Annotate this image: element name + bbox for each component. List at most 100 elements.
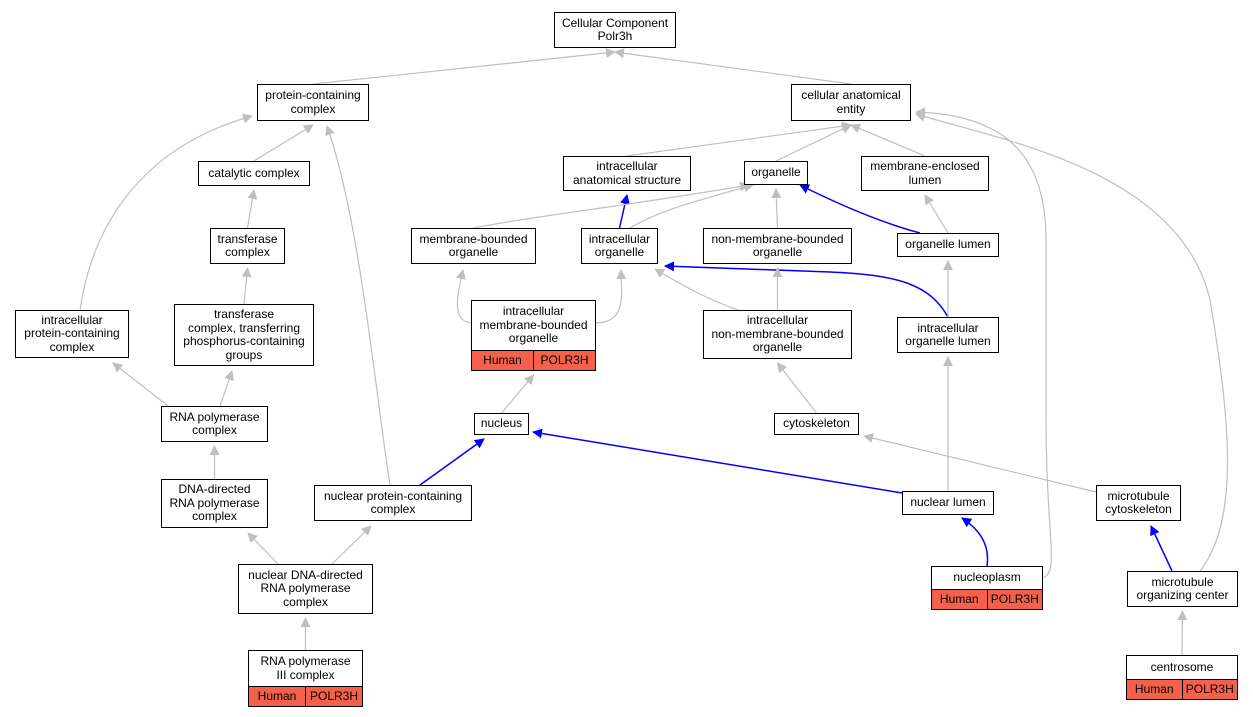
edge-part_of-nl-nuc [532,428,903,494]
node-label: membrane-enclosed lumen [870,159,980,187]
edge-part_of-ol-org [799,184,921,234]
node-iol[interactable]: intracellular organelle lumen [897,317,999,353]
edge-is_a-ipcc-pcc [79,113,253,311]
edge-is_a-imbo-mbo [456,269,474,324]
annotation-gene: POLR3H [986,590,1043,609]
edge-is_a-cae-root [614,48,852,85]
node-label: nucleus [480,416,523,431]
annotation-species: Human [1134,681,1174,696]
edge-is_a-cat-pcc [253,124,314,162]
annotation-row: Human POLR3H [249,686,362,706]
node-rnap[interactable]: RNA polymerase complex [161,406,268,442]
node-label: RNA polymerase III complex [260,654,351,682]
node-label: centrosome [1150,659,1214,674]
edge-part_of-np-nl [961,517,989,567]
node-label: DNA-directed RNA polymerase complex [169,482,260,524]
node-label: nuclear protein-containing complex [323,488,463,516]
edge-is_a-moc-cae [915,111,1229,572]
edge-is_a-mtc-cyto [863,433,1097,493]
node-label: RNA polymerase complex [169,409,260,437]
annotation-row: Human POLR3H [1127,679,1237,699]
node-imbo[interactable]: intracellular membrane-bounded organelle… [471,300,596,371]
node-label: intracellular anatomical structure [572,159,682,187]
node-label: protein-containing complex [265,88,361,116]
node-label: intracellular non-membrane-bounded organ… [711,313,844,355]
annotation-species: Human [257,688,297,703]
node-label: non-membrane-bounded organelle [711,231,844,259]
node-label: Cellular Component Polr3h [561,15,669,43]
edge-is_a-nuc-imbo [501,374,535,414]
edge-is_a-tcp-tfc [241,267,252,305]
edge-is_a-mel-cae [850,123,926,157]
edge-is_a-inmbo-io [654,268,739,311]
node-mbo[interactable]: membrane-bounded organelle [411,228,536,264]
node-cat[interactable]: catalytic complex [198,161,310,186]
edge-is_a-cyto-inmbo [776,362,817,414]
node-label: microtubule organizing center [1136,574,1229,602]
node-label: membrane-bounded organelle [419,231,528,259]
edge-is_a-tfc-cat [246,189,258,229]
node-label: cytoskeleton [783,416,850,431]
annotation-row: Human POLR3H [932,589,1042,609]
node-tfc[interactable]: transferase complex [210,228,285,264]
node-label: catalytic complex [208,165,300,180]
node-nuc[interactable]: nucleus [474,413,529,435]
node-tcp[interactable]: transferase complex, transferring phosph… [174,304,314,366]
node-label: nuclear lumen [910,495,986,510]
edge-part_of-npcc-nuc [419,438,485,486]
node-inmbo[interactable]: intracellular non-membrane-bounded organ… [703,310,852,359]
node-label: intracellular membrane-bounded organelle [479,304,588,346]
node-cyto[interactable]: cytoskeleton [774,413,859,435]
node-ias[interactable]: intracellular anatomical structure [563,156,691,191]
edge-is_a-npcc-pcc [325,125,391,486]
annotation-row: Human POLR3H [472,350,595,370]
edge-is_a-nddrp-ddrp [247,532,279,565]
node-nddrp[interactable]: nuclear DNA-directed RNA polymerase comp… [238,564,373,614]
node-label: nucleoplasm [953,570,1021,585]
node-label: organelle [751,165,801,180]
annotation-gene: POLR3H [1181,680,1238,699]
node-label: transferase complex, transferring phosph… [183,307,305,362]
node-label: intracellular organelle lumen [905,320,991,348]
edge-part_of-moc-mtc [1150,525,1173,572]
node-nl[interactable]: nuclear lumen [902,491,994,515]
node-ol[interactable]: organelle lumen [897,233,999,257]
node-label: microtubule cytoskeleton [1105,488,1172,516]
node-pcc[interactable]: protein-containing complex [257,84,369,121]
node-label: nuclear DNA-directed RNA polymerase comp… [248,567,363,609]
node-label: cellular anatomical entity [801,88,901,116]
edge-is_a-io-org [629,182,754,229]
annotation-gene: POLR3H [533,351,595,370]
node-root[interactable]: Cellular Component Polr3h [554,12,676,48]
edge-is_a-mbo-org [472,181,750,229]
edge-is_a-nmbo-org [771,188,782,229]
node-npcc[interactable]: nuclear protein-containing complex [314,485,472,521]
node-label: organelle lumen [905,237,991,252]
node-mtc[interactable]: microtubule cytoskeleton [1096,485,1181,521]
edge-is_a-cs-moc [1177,610,1188,656]
edge-is_a-rnap-tcp [219,370,234,407]
node-ddrp[interactable]: DNA-directed RNA polymerase complex [161,479,268,528]
edge-is_a-ol-mel [924,194,949,234]
node-mel[interactable]: membrane-enclosed lumen [861,156,989,191]
edge-is_a-ias-cae [626,121,852,157]
edge-is_a-rnap-ipcc [112,362,169,407]
edge-part_of-iol-io [664,261,949,318]
annotation-species: Human [939,591,979,606]
node-org[interactable]: organelle [744,161,808,185]
node-nmbo[interactable]: non-membrane-bounded organelle [703,228,852,264]
node-moc[interactable]: microtubule organizing center [1127,571,1238,607]
node-io[interactable]: intracellular organelle [581,228,658,264]
node-label: intracellular protein-containing complex [24,312,120,354]
annotation-species: Human [483,352,522,367]
node-label: transferase complex [217,231,278,259]
edge-is_a-np-cae [915,107,1053,579]
node-cae[interactable]: cellular anatomical entity [791,84,911,121]
node-ipcc[interactable]: intracellular protein-containing complex [15,310,129,358]
annotation-gene: POLR3H [305,687,362,706]
